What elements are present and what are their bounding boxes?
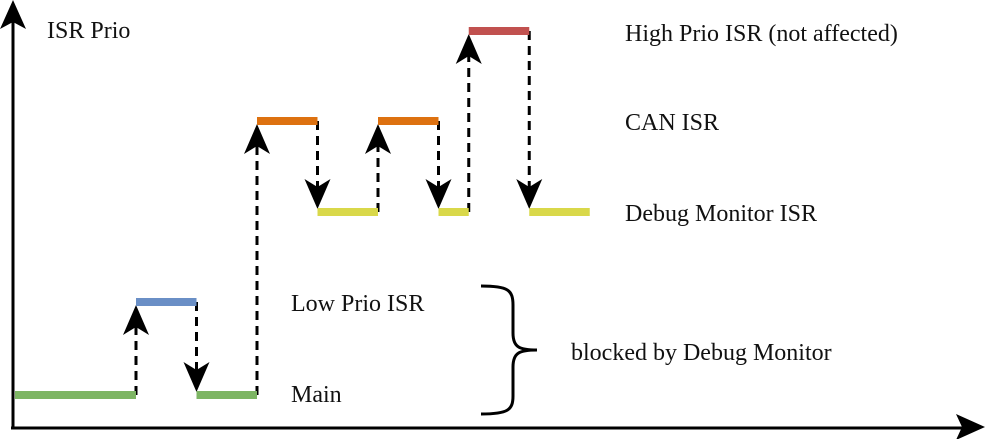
preempt-transition [455, 34, 482, 212]
x-axis-arrow-icon [956, 414, 985, 439]
brace-icon [480, 284, 538, 416]
arrow-up-icon [244, 124, 270, 154]
level-label-low: Low Prio ISR [291, 291, 424, 317]
x-axis [11, 414, 985, 439]
y-axis [0, 0, 26, 428]
preempt-transition [244, 124, 270, 395]
preempt-transition [123, 305, 149, 395]
return-transition [304, 121, 331, 209]
arrow-down-icon [425, 179, 452, 209]
y-axis-label: ISR Prio [47, 18, 130, 44]
transitions [123, 31, 543, 395]
y-axis-arrow-icon [0, 0, 26, 29]
level-label-can: CAN ISR [625, 110, 719, 136]
arrow-up-icon [455, 34, 482, 64]
arrow-up-icon [123, 305, 149, 335]
segments [15, 27, 590, 399]
arrow-up-icon [365, 124, 391, 154]
return-transition [425, 121, 452, 209]
level-label-debug: Debug Monitor ISR [625, 201, 817, 227]
level-label-high: High Prio ISR (not affected) [625, 21, 898, 47]
arrow-down-icon [304, 179, 331, 209]
level-label-main: Main [291, 382, 342, 408]
preempt-transition [365, 124, 391, 212]
return-transition [183, 302, 210, 392]
arrow-down-icon [516, 179, 543, 209]
return-transition [516, 31, 543, 209]
arrow-down-icon [183, 362, 210, 392]
brace-annotation: blocked by Debug Monitor [571, 340, 832, 366]
